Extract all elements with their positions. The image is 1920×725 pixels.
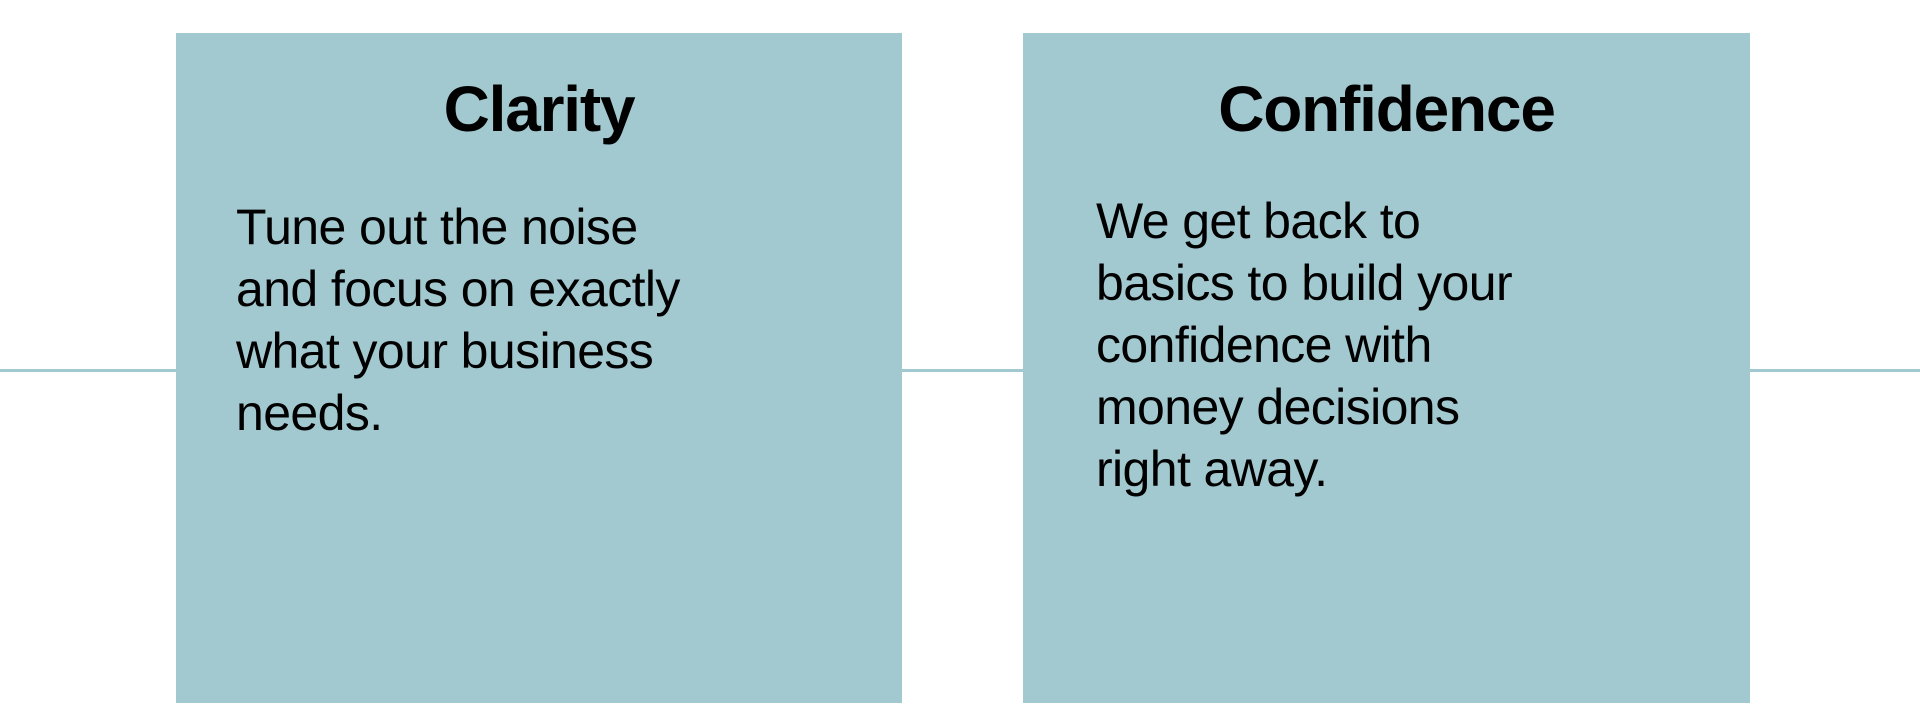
card-body-clarity: Tune out the noise and focus on exactly … <box>236 199 680 442</box>
value-card-confidence: Confidence We get back to basics to buil… <box>1023 33 1750 703</box>
card-title-clarity: Clarity <box>443 73 636 145</box>
card-body-confidence: We get back to basics to build your conf… <box>1096 193 1513 498</box>
value-card-clarity: Clarity Tune out the noise and focus on … <box>176 33 902 703</box>
horizontal-divider-line <box>0 369 1920 372</box>
card-title-confidence: Confidence <box>1218 73 1556 145</box>
